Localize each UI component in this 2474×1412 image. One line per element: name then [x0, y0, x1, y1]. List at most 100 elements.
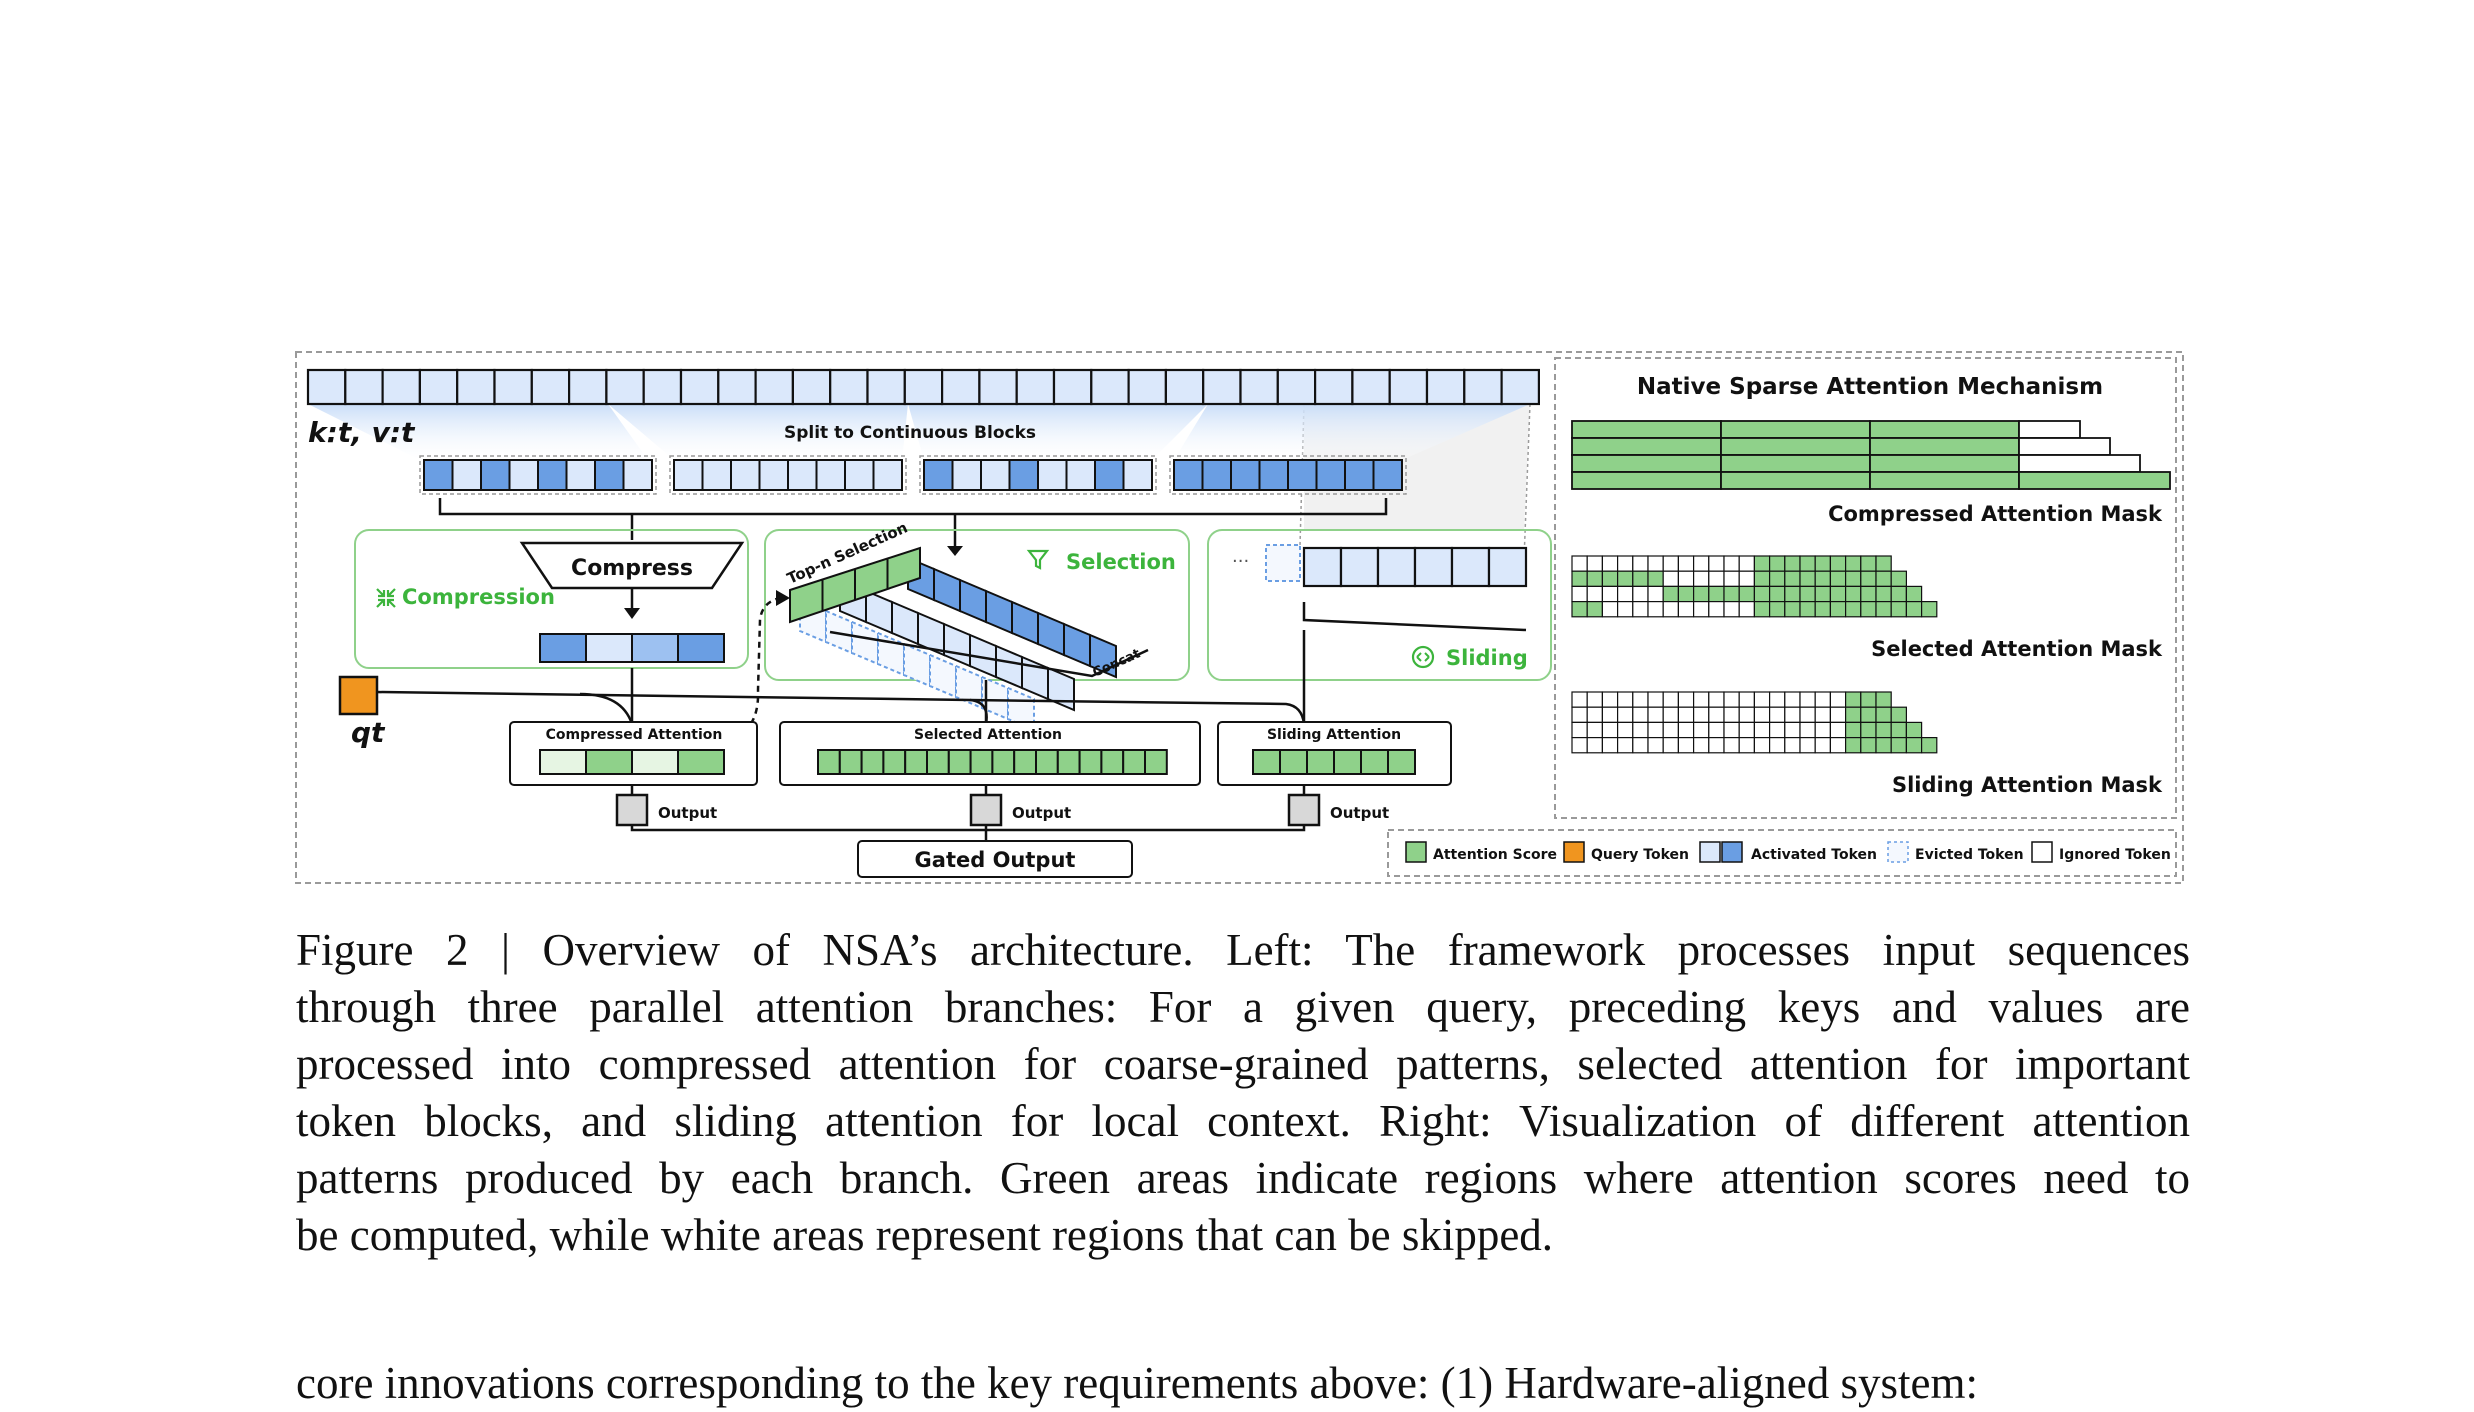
- mask-cell: [1844, 721, 1862, 739]
- block-outline: [669, 455, 907, 495]
- mask-cell: [1662, 706, 1679, 724]
- mask-cell: [1844, 706, 1862, 724]
- mask-cell: [1814, 721, 1831, 739]
- mask-cell: [1869, 420, 2020, 439]
- compressed-score-cell: [539, 749, 587, 775]
- kv-token: [530, 368, 571, 406]
- sliding-score-cell: [1333, 749, 1362, 775]
- figure-caption: Figure 2 | Overview of NSA’s architectur…: [296, 922, 2190, 1264]
- mask-cell: [1720, 437, 1871, 456]
- mask-cell: [1768, 585, 1786, 603]
- mask-cell: [1905, 585, 1923, 603]
- mask-cell: [1586, 585, 1603, 603]
- sliding-attention-scores: [1252, 749, 1416, 775]
- mask-cell: [1799, 570, 1816, 588]
- selected-score-cell: [1013, 749, 1038, 775]
- selected-mask-label: Selected Attention Mask: [1871, 637, 2163, 661]
- mask-cell: [1814, 600, 1831, 618]
- mask-cell: [2018, 420, 2081, 439]
- kv-token: [903, 368, 944, 406]
- selected-output-node: [969, 793, 1003, 827]
- mask-cell: [1844, 555, 1862, 572]
- mask-cell: [1768, 691, 1786, 708]
- mask-cell: [1647, 706, 1664, 724]
- mask-cell: [1720, 454, 1871, 473]
- mask-cell: [1860, 691, 1877, 708]
- block-token: [758, 459, 789, 491]
- sliding-attention-mask: [1571, 691, 1938, 754]
- block-token: [1372, 459, 1403, 491]
- compress-label: Compress: [571, 556, 693, 581]
- selected-score-cell: [882, 749, 907, 775]
- kv-token: [1090, 368, 1130, 406]
- mask-cell: [1616, 570, 1634, 588]
- evicted-block-token: [851, 620, 879, 666]
- legend-query-token: Query Token: [1591, 847, 1689, 863]
- kv-token-sequence: [306, 368, 1540, 406]
- kv-token: [978, 368, 1018, 406]
- mask-cell: [1875, 691, 1892, 708]
- caption-line: through three parallel attention branche…: [296, 982, 2190, 1032]
- block-token: [787, 459, 818, 491]
- selected-block-token: [1037, 611, 1065, 657]
- mask-cell: [1723, 570, 1740, 588]
- mask-cell: [1753, 736, 1771, 754]
- block-token: [980, 459, 1011, 491]
- mask-cell: [1632, 555, 1649, 572]
- selected-score-cell: [838, 749, 863, 775]
- mask-cell: [1632, 600, 1649, 618]
- legend-query-token-swatch: [1563, 841, 1585, 863]
- mask-cell: [1753, 600, 1771, 618]
- mask-cell: [1632, 691, 1649, 708]
- kv-token: [605, 368, 645, 406]
- block-token: [1122, 459, 1153, 491]
- mask-cell: [1723, 691, 1740, 708]
- block-token: [1037, 459, 1068, 491]
- kv-token: [567, 368, 608, 406]
- legend-ignored-swatch: [2031, 841, 2053, 863]
- concat-bracket: [829, 630, 1149, 678]
- sliding-score-cell: [1252, 749, 1281, 775]
- mask-cell: [1768, 570, 1786, 588]
- mask-cell: [2018, 454, 2141, 473]
- block-token: [872, 459, 903, 491]
- mask-cell: [1829, 736, 1847, 754]
- mask-cell: [1632, 721, 1649, 739]
- mask-cell: [1875, 570, 1892, 588]
- mask-cell: [1799, 585, 1816, 603]
- query-label: qt: [351, 716, 386, 749]
- mask-cell: [1708, 691, 1725, 708]
- selected-score-cell: [1144, 749, 1168, 775]
- mask-cell: [1829, 600, 1847, 618]
- kv-token: [791, 368, 832, 406]
- evicted-token: [1265, 544, 1301, 582]
- mask-cell: [1647, 600, 1664, 618]
- mask-cell: [1586, 555, 1603, 572]
- selected-attention-label: Selected Attention: [914, 727, 1062, 743]
- sliding-panel: [1207, 529, 1552, 681]
- selected-attention-scores: [817, 749, 1168, 775]
- mask-cell: [1844, 585, 1862, 603]
- selected-block-token: [1063, 622, 1091, 668]
- mask-cell: [1844, 736, 1862, 754]
- compressed-score-cell: [585, 749, 633, 775]
- sliding-token: [1339, 546, 1380, 588]
- mask-cell: [1875, 600, 1892, 618]
- mask-cell: [1616, 736, 1634, 754]
- block-token: [923, 459, 954, 491]
- kv-token: [1202, 368, 1242, 406]
- block-token: [451, 459, 482, 491]
- mask-cell: [1738, 570, 1755, 588]
- mask-cell: [1677, 555, 1695, 572]
- mask-cell: [1738, 691, 1755, 708]
- mask-cell: [1784, 570, 1801, 588]
- sliding-score-cell: [1360, 749, 1389, 775]
- kv-token: [1388, 368, 1429, 406]
- sliding-label: Sliding: [1446, 646, 1528, 670]
- mask-cell: [1799, 600, 1816, 618]
- block-token: [844, 459, 875, 491]
- kv-token: [866, 368, 906, 406]
- mask-cell: [1784, 600, 1801, 618]
- mask-cell: [1586, 736, 1603, 754]
